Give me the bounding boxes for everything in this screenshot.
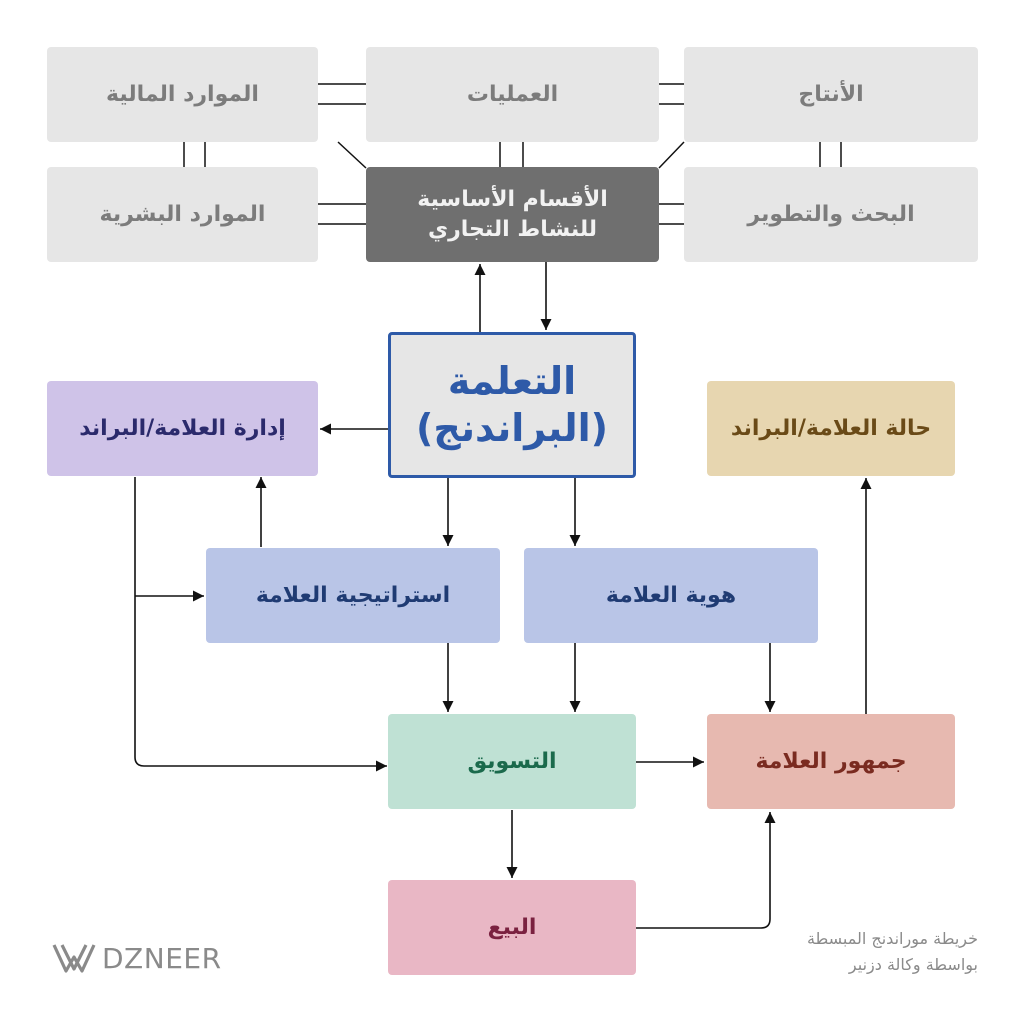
node-sales-label: البيع (487, 914, 537, 940)
node-core-label-line2: للنشاط التجاري (427, 216, 598, 242)
node-brand-management: إدارة العلامة/البراند (47, 381, 318, 476)
node-hr: الموارد البشرية (47, 167, 318, 262)
node-brand-audience-label: جمهور العلامة (755, 748, 907, 774)
node-core-label-line1: الأقسام الأساسية (417, 186, 608, 212)
node-rnd-label: البحث والتطوير (747, 201, 915, 227)
dzneer-logo-icon (52, 944, 96, 973)
node-brand-strategy-label: استراتيجية العلامة (255, 582, 451, 608)
dzneer-logo: DZNEER (52, 938, 222, 978)
caption-line-1: خريطة موراندنج المبسطة (806, 929, 978, 948)
node-marketing-label: التسويق (467, 748, 557, 774)
node-sales: البيع (388, 880, 636, 975)
node-core-departments: الأقسام الأساسية للنشاط التجاري (366, 167, 659, 262)
caption-line-2: بواسطة وكالة دزنير (848, 955, 978, 975)
node-production-label: الأنتاج (798, 81, 864, 107)
node-branding-label-line1: التعلمة (447, 358, 577, 403)
node-branding-label-line2: (البراندنج) (415, 406, 609, 450)
arrow-management-to-marketing (134, 477, 387, 772)
node-production: الأنتاج (684, 47, 978, 142)
node-brand-status-label: حالة العلامة/البراند (730, 415, 932, 441)
node-hr-label: الموارد البشرية (99, 201, 266, 227)
node-operations-label: العمليات (466, 81, 559, 107)
node-operations: العمليات (366, 47, 659, 142)
department-links (183, 83, 842, 225)
node-brand-identity-label: هوية العلامة (605, 582, 737, 608)
node-finance: الموارد المالية (47, 47, 318, 142)
node-brand-status: حالة العلامة/البراند (707, 381, 955, 476)
arrow-sales-to-audience (636, 812, 776, 929)
node-branding: التعلمة (البراندنج) (388, 332, 636, 478)
node-brand-identity: هوية العلامة (524, 548, 818, 643)
link-finance-core-diagonal (337, 141, 367, 169)
dzneer-logo-text: DZNEER (102, 941, 222, 975)
node-rnd: البحث والتطوير (684, 167, 978, 262)
node-marketing: التسويق (388, 714, 636, 809)
node-brand-management-label: إدارة العلامة/البراند (79, 415, 286, 441)
link-production-core-diagonal (658, 141, 685, 169)
node-brand-audience: جمهور العلامة (707, 714, 955, 809)
node-brand-strategy: استراتيجية العلامة (206, 548, 500, 643)
flow-arrows (134, 262, 872, 929)
diagram-caption: خريطة موراندنج المبسطة بواسطة وكالة دزني… (718, 926, 978, 979)
node-finance-label: الموارد المالية (106, 81, 259, 107)
